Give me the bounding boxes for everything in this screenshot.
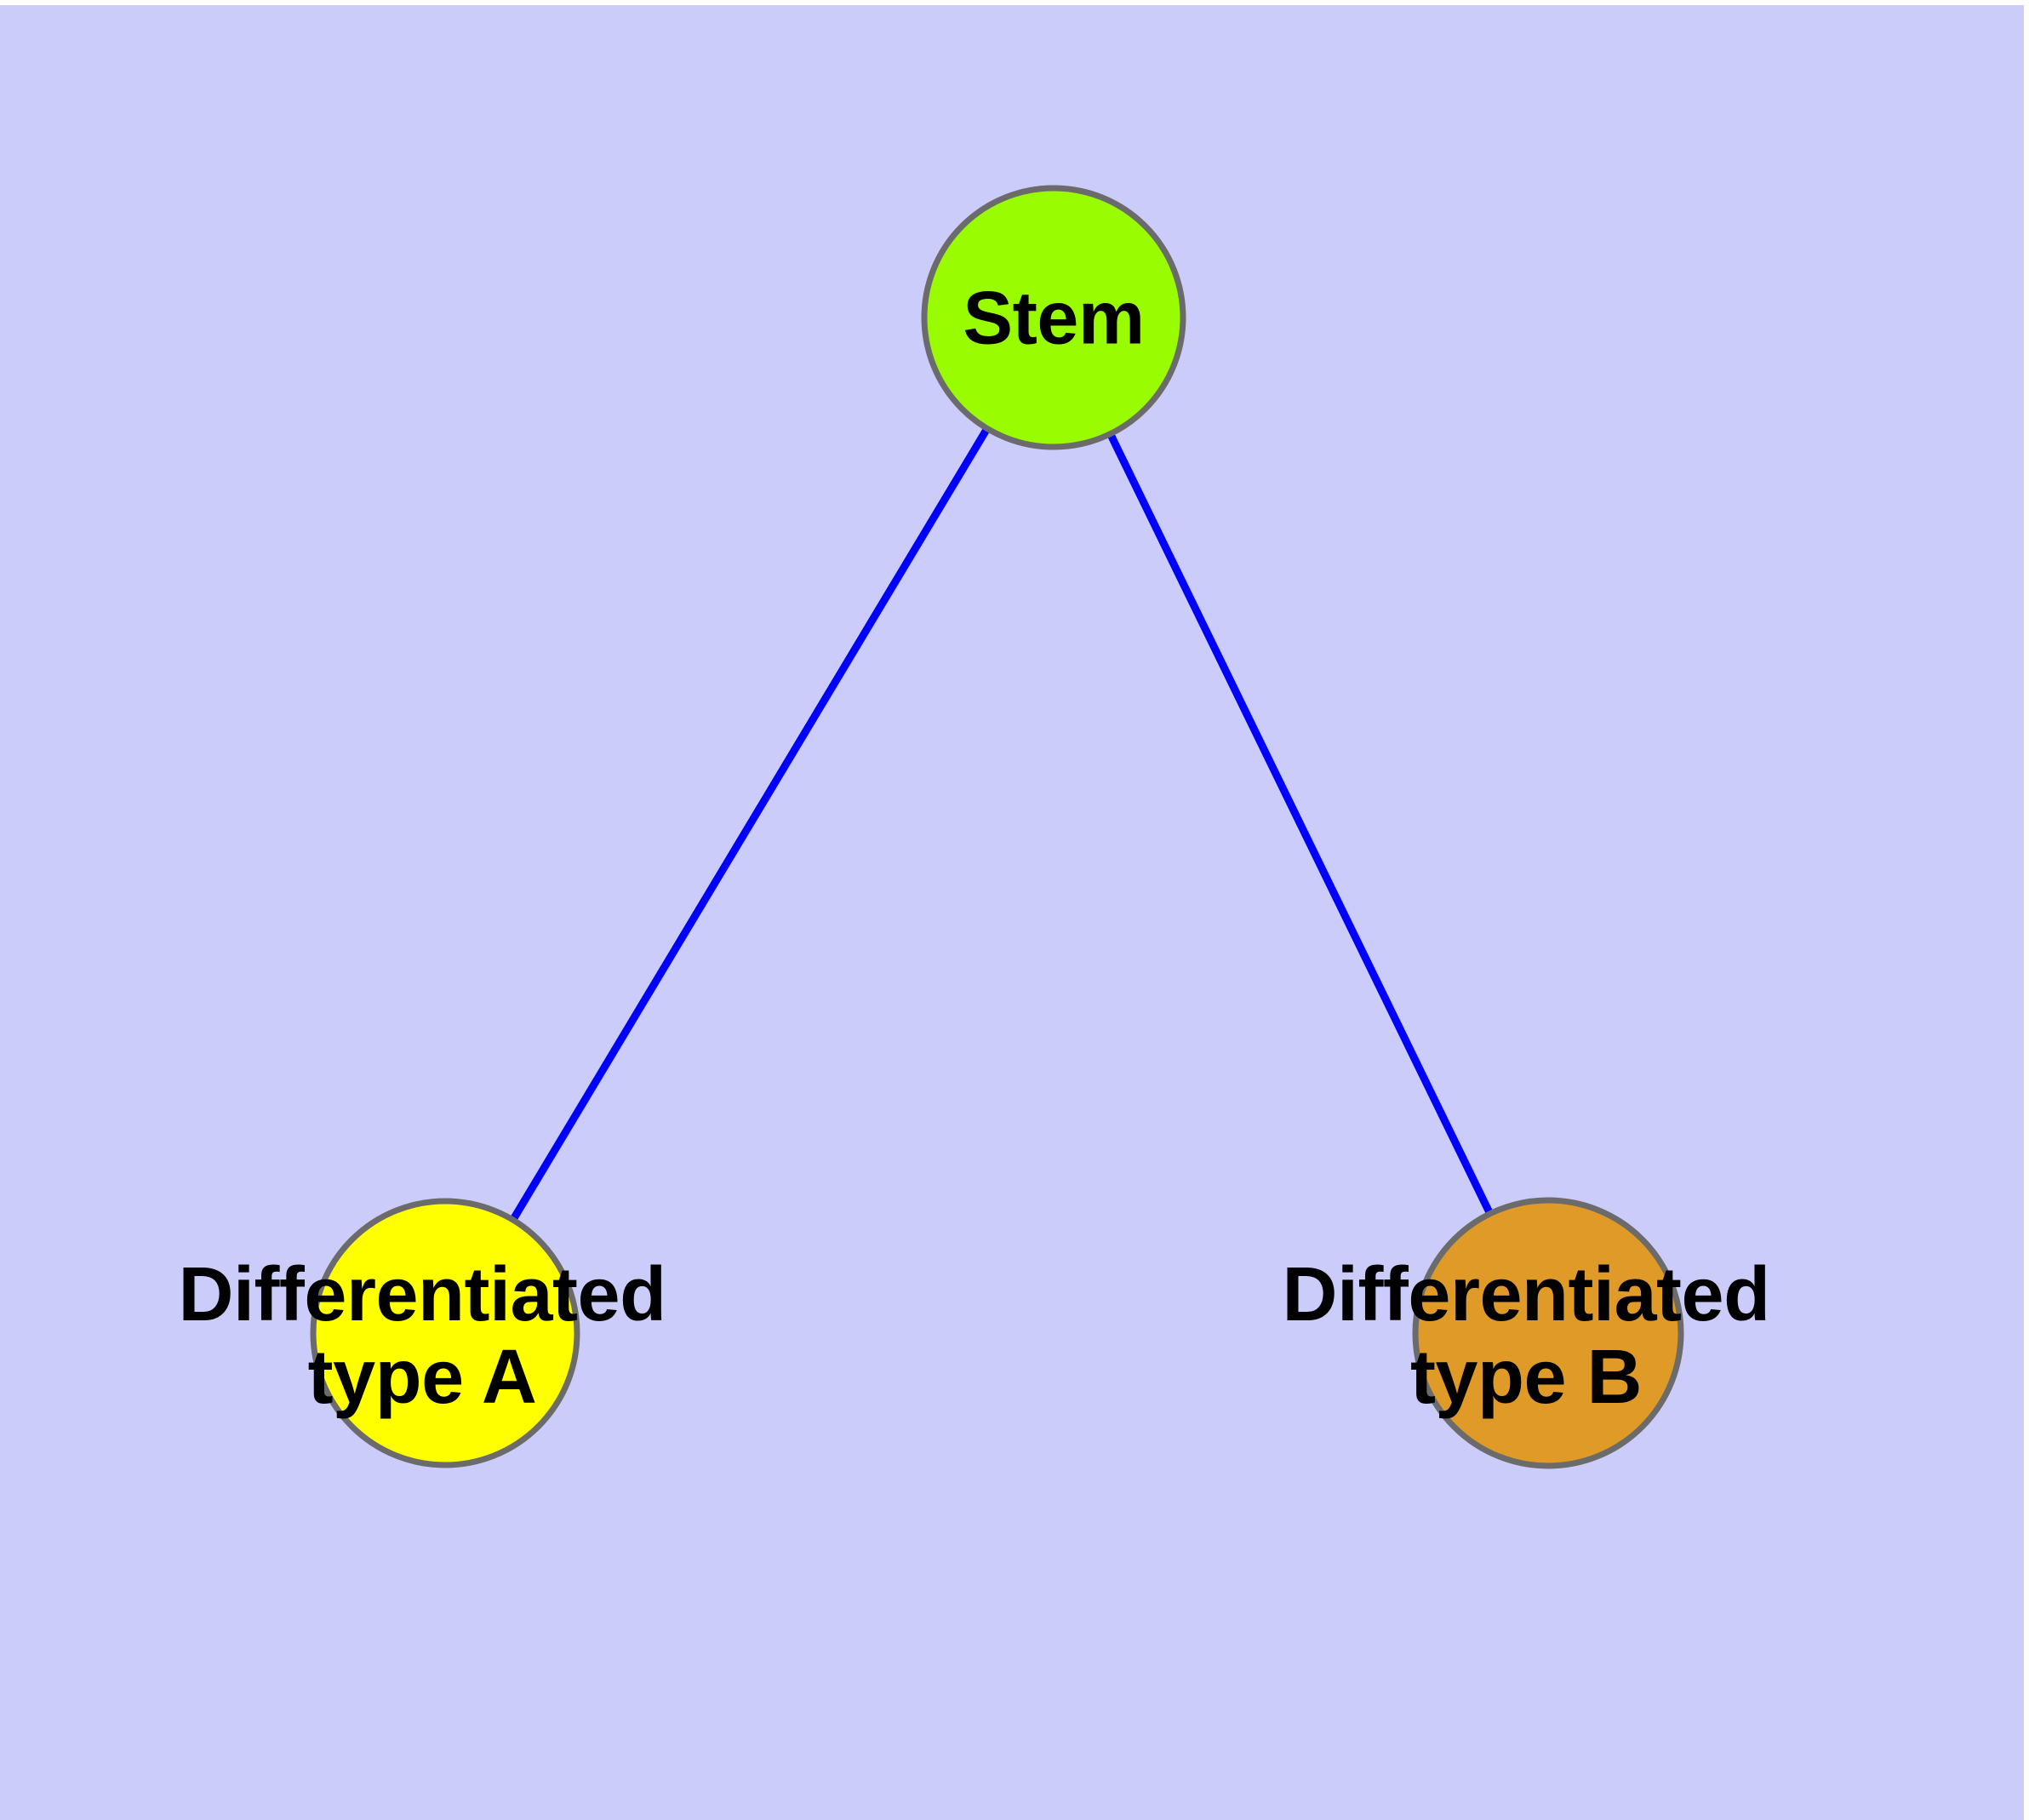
edge-stem-to-differentiated-type-b xyxy=(1049,316,1552,1335)
node-stem[interactable] xyxy=(921,185,1186,450)
node-differentiated-type-a[interactable] xyxy=(310,1198,580,1468)
edge-stem-to-differentiated-type-a xyxy=(442,315,1057,1336)
node-layer xyxy=(310,185,1684,1469)
node-label-differentiated-type-b: Differentiated type B xyxy=(1282,1251,1770,1420)
node-label-differentiated-type-a-line-2: type A xyxy=(307,1335,537,1420)
node-label-differentiated-type-b-line-2: type B xyxy=(1409,1335,1643,1420)
edge-layer xyxy=(442,315,1552,1336)
node-label-differentiated-type-a: Differentiated type A xyxy=(178,1251,666,1420)
node-label-differentiated-type-a-line-1: Differentiated xyxy=(178,1251,666,1337)
node-differentiated-type-b[interactable] xyxy=(1412,1197,1684,1469)
node-label-stem-line-1: Stem xyxy=(963,275,1145,360)
node-label-stem: Stem xyxy=(963,275,1145,360)
node-label-differentiated-type-b-line-1: Differentiated xyxy=(1282,1251,1770,1337)
